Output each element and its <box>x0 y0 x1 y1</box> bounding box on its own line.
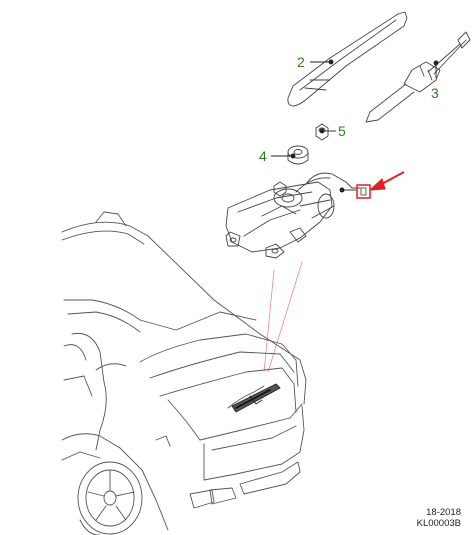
revision-date: 18-2018 <box>426 507 461 518</box>
highlight-arrow <box>368 171 405 191</box>
callout-leader-5 <box>319 128 336 134</box>
illustration-code: KL00003B <box>416 518 461 529</box>
callout-2: 2 <box>297 54 305 70</box>
wiper-motor-part <box>225 172 361 259</box>
rear-wiper-on-vehicle <box>231 383 281 413</box>
callout-leader-2 <box>310 59 334 65</box>
wiper-arm-part <box>287 11 408 107</box>
callout-leader-3 <box>433 60 439 78</box>
vehicle-outline <box>61 211 307 535</box>
grommet-part <box>287 145 309 165</box>
callout-3: 3 <box>431 85 439 101</box>
diagram-footer: 18-2018 KL00003B <box>417 507 461 529</box>
callout-leader-4 <box>271 153 296 159</box>
zoom-leader-line-left <box>263 269 275 373</box>
callout-4: 4 <box>259 148 267 164</box>
wiper-blade-part <box>365 31 471 123</box>
callout-5: 5 <box>338 123 346 139</box>
connector-highlight-box <box>356 184 371 199</box>
callout-leader-1 <box>339 187 356 193</box>
